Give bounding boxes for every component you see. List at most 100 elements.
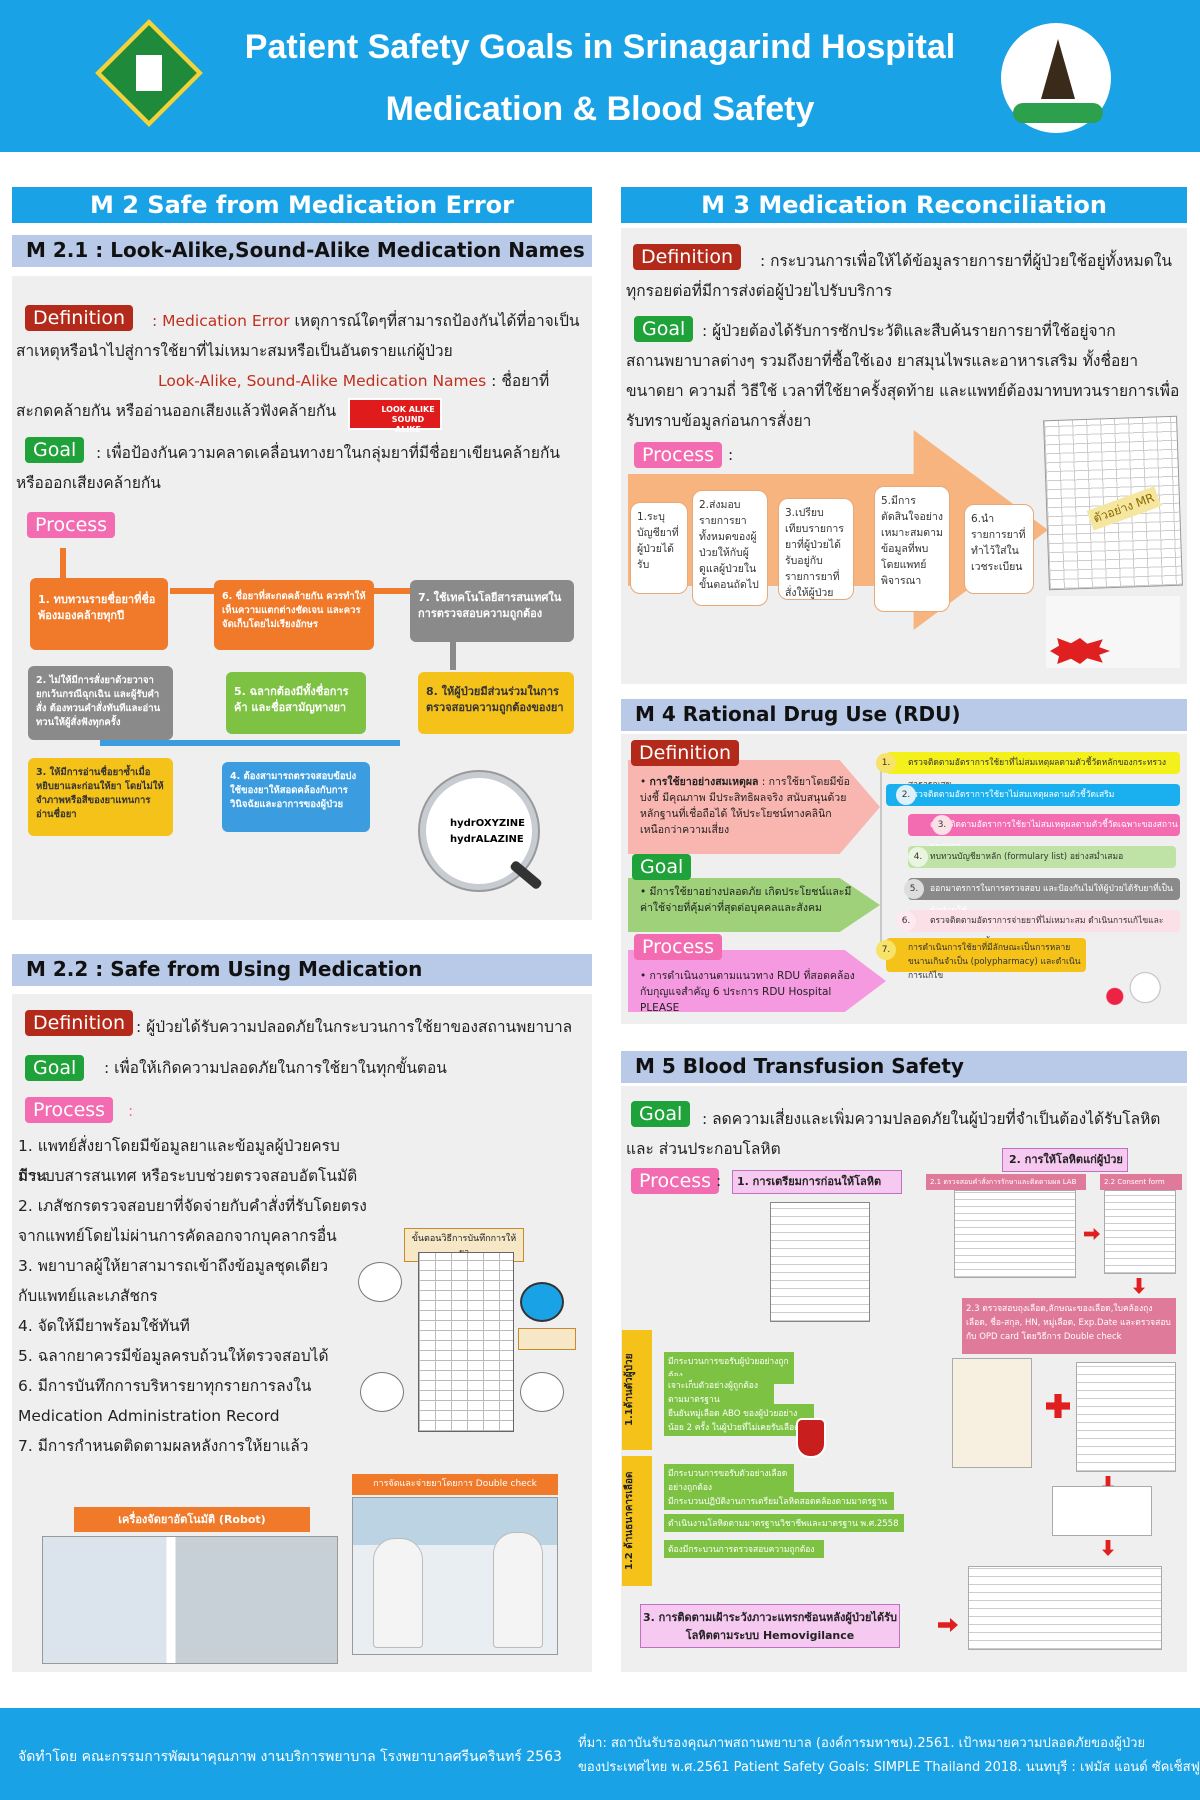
rdu-item-4: ทบทวนบัญชียาหลัก (formulary list) อย่างส… (908, 846, 1176, 868)
rdu-num-1: 1. (876, 753, 896, 773)
robot-label: เครื่องจัดยาอัตโนมัติ (Robot) (74, 1507, 310, 1532)
rdu-item-1: ตรวจติดตามอัตราการใช้ยาที่ไม่สมเหตุผลตาม… (886, 752, 1180, 790)
m5-step-2-1: 2.1 ตรวจสอบคำสั่งการรักษาและติดตามผล LAB (926, 1174, 1086, 1190)
m21-def-text3: : ชื่อยาที่ (486, 372, 550, 390)
rdu-num-2: 2. (896, 785, 916, 805)
m21-step-3: 3. ให้มีการอ่านชื่อยาซ้ำเมื่อหยิบยาและก่… (28, 758, 173, 836)
m21-def-red2: Look-Alike, Sound-Alike Medication Names (158, 372, 487, 390)
m21-definition-line2: สาเหตุหรือนำไปสู่การใช้ยาที่ไม่เหมาะสมหร… (16, 342, 453, 360)
m5-step-2-3: 2.3 ตรวจสอบถุงเลือด,ลักษณะของเลือด,ใบคล้… (962, 1298, 1176, 1354)
lasa-badge: LOOK ALIKE SOUND ALIKE (348, 398, 442, 434)
m4-def-arrow (628, 760, 880, 854)
rdu-item-7: การดำเนินการใช้ยาที่มีลักษณะเป็นการหลายข… (886, 938, 1086, 981)
m3-step-6: 6.นำรายการยาที่ทำไว้ใส่ในเวชระเบียน (964, 504, 1034, 594)
m5-step-3: 3. การติดตามเฝ้าระวังภาวะแทรกซ้อนหลังผู้… (640, 1604, 900, 1648)
m4-subheader: M 4 Rational Drug Use (RDU) (621, 699, 1187, 731)
magnifier-icon (420, 772, 538, 890)
double-check-photo (352, 1497, 558, 1655)
m21-goal-line2: หรือออกเสียงคล้ายกัน (16, 474, 161, 492)
m4-goal-text: • มีการใช้ยาอย่างปลอดภัย เกิดประโยชน์และ… (640, 886, 852, 914)
m22-goal-text: : เพื่อให้เกิดความปลอดภัยในการใช้ยาในทุก… (104, 1059, 447, 1077)
hospital-logo-cross-icon (136, 55, 162, 91)
m5-form-image (770, 1202, 870, 1322)
m22-line-6: กับแพทย์และเภสัชกร (18, 1287, 158, 1305)
mar-callout (358, 1262, 402, 1302)
m5-bar-2-4: ต้องมีกระบวนการตรวจสอบความถูกต้อง (664, 1540, 824, 1558)
m21-step-7: 7. ใช้เทคโนโลยีสารสนเทศในการตรวจสอบความถ… (410, 580, 574, 642)
m21-step-6: 6. ชื่อยาที่สะกดคล้ายกัน ควรทำให้เห็นควา… (214, 580, 374, 650)
m22-line-8: 5. ฉลากยาควรมีข้อมูลครบถ้วนให้ตรวจสอบได้ (18, 1347, 329, 1365)
m22-line-9: 6. มีการบันทึกการบริหารยาทุกรายการลงใน (18, 1377, 312, 1395)
m4-process-text: • การดำเนินงานตามแนวทาง RDU ที่สอดคล้องก… (640, 970, 855, 1014)
m22-process-colon: : (128, 1102, 134, 1120)
m4-process-text-inner: การดำเนินงานตามแนวทาง RDU ที่สอดคล้องกับ… (640, 970, 855, 1014)
m5-subheader: M 5 Blood Transfusion Safety (621, 1051, 1187, 1083)
m5-bag-image (952, 1358, 1032, 1468)
star-burst-icon (1050, 638, 1110, 664)
m4-process-arrow (628, 950, 886, 1012)
m21-def-text1: เหตุการณ์ใดๆที่สามารถป้องกันได้ที่อาจเป็… (289, 312, 580, 330)
rdu-num-6: 6. (896, 911, 916, 931)
m5-bar-2-1: มีกระบวนการขอรับตัวอย่างเลือดอย่างถูกต้อ… (664, 1464, 794, 1496)
footer-credit: จัดทำโดย คณะกรรมการพัฒนาคุณภาพ งานบริการ… (18, 1749, 562, 1765)
m4-goal-text-inner: มีการใช้ยาอย่างปลอดภัย เกิดประโยชน์และมี… (640, 886, 852, 914)
m5-goal-line2: และ ส่วนประกอบโลหิต (626, 1140, 781, 1158)
pills-icon (1092, 970, 1168, 1014)
m22-line-4: จากแพทย์โดยไม่ผ่านการคัดลอกจากบุคลากรอื่… (18, 1227, 337, 1245)
m22-line-10: Medication Administration Record (18, 1407, 280, 1425)
rdu-item-2: ตรวจติดตามอัตราการใช้ยาไม่สมเหตุผลตามตัว… (886, 784, 1180, 806)
m3-process-tag: Process (634, 442, 723, 468)
m21-step-5: 5. ฉลากต้องมีทั้งชื่อการค้า และชื่อสามัญ… (226, 672, 366, 734)
m3-section-header: M 3 Medication Reconciliation (621, 187, 1187, 223)
m21-connector (60, 548, 66, 578)
mar-callout (520, 1372, 564, 1412)
rdu-item-6: ตรวจติดตามอัตราการจ่ายยาที่ไม่เหมาะสม ดำ… (908, 910, 1180, 948)
m22-process-tag: Process (25, 1097, 114, 1123)
blood-bag-icon (796, 1418, 826, 1458)
m3-step-1: 1.ระบุบัญชียาที่ผู้ป่วยได้รับ (630, 502, 688, 594)
m3-goal-line1: : ผู้ป่วยต้องได้รับการซักประวัติและสืบค้… (702, 322, 1116, 340)
rdu-num-4: 4. (908, 847, 928, 867)
m22-line-3: 2. เภสัชกรตรวจสอบยาที่จัดจ่ายกับคำสั่งที… (18, 1197, 367, 1215)
m21-step-1: 1. ทบทวนรายชื่อยาที่ชื่อ พ้องมองคล้ายทุก… (30, 578, 168, 650)
m5-goal-line1: : ลดความเสี่ยงและเพิ่มความปลอดภัยในผู้ป่… (702, 1110, 1161, 1128)
rdu-num-5: 5. (904, 879, 924, 899)
m5-side-label-1: 1.1ด้านตัวผู้ป่วย (622, 1330, 652, 1450)
m5-bar-1-2: เจาะเก็บตัวอย่างผู้ถูกต้องตามมาตรฐาน (664, 1376, 774, 1408)
m4-definition-text: • การใช้ยาอย่างสมเหตุผล : การใช้ยาโดยมีข… (640, 776, 850, 836)
m5-bar-2-2: มีกระบวนปฏิบัติงานการเตรียมโลหิตสอดคล้อง… (664, 1492, 894, 1510)
m5-consent-image (1104, 1190, 1176, 1274)
m3-goal-line2: สถานพยาบาลต่างๆ รวมถึงยาที่ซื้อใช้เอง ยา… (626, 352, 1139, 370)
m21-step-2: 2. ไม่ให้มีการสั่งยาด้วยวาจา ยกเว้นกรณีฉ… (28, 666, 173, 740)
lens-word-1: hydrOXYZINE (450, 818, 525, 829)
mar-callout (518, 1328, 576, 1350)
m5-lab-image (954, 1190, 1076, 1278)
m21-process-tag: Process (27, 512, 116, 538)
m3-definition-tag: Definition (633, 244, 742, 270)
m4-def-bold: การใช้ยาอย่างสมเหตุผล (649, 776, 759, 788)
m5-step-2: 2. การให้โลหิตแก่ผู้ป่วย (1002, 1148, 1128, 1172)
m5-process-colon: : (716, 1172, 722, 1190)
m21-definition-line4: สะกดคล้ายกัน หรืออ่านออกเสียงแล้วฟังคล้า… (16, 402, 337, 420)
m3-definition-line2: ทุกรอยต่อที่มีการส่งต่อผู้ป่วยไปรับบริกา… (626, 282, 893, 300)
mar-callout (520, 1282, 564, 1322)
m2-section-header: M 2 Safe from Medication Error (12, 187, 592, 223)
lens-word-2: hydrALAZINE (450, 834, 524, 845)
m4-goal-arrow (628, 878, 880, 932)
m21-connector (170, 588, 230, 594)
m21-goal-line1: : เพื่อป้องกันความคลาดเคลื่อนทางยาในกลุ่… (96, 444, 560, 462)
faculty-logo-icon (998, 20, 1114, 136)
m22-definition-text: : ผู้ป่วยได้รับความปลอดภัยในกระบวนการใช้… (136, 1018, 573, 1036)
m5-chart-image (1052, 1486, 1152, 1536)
m5-bar-1-3: ยืนยันหมู่เลือด ABO ของผู้ป่วยอย่างน้อย … (664, 1404, 814, 1436)
m22-line-11: 7. มีการกำหนดติดตามผลหลังการให้ยาแล้ว (18, 1437, 309, 1455)
m3-definition-line1: : กระบวนการเพื่อให้ได้ข้อมูลรายการยาที่ผ… (760, 252, 1172, 270)
m3-step-2: 2.ส่งมอบรายการยาทั้งหมดของผู้ป่วยให้กับผ… (692, 490, 768, 606)
m22-definition-tag: Definition (25, 1010, 134, 1036)
rdu-item-5: ออกมาตรการในการตรวจสอบ และป้องกันไม่ให้ผ… (908, 878, 1180, 916)
m21-connector (450, 640, 456, 670)
m3-step-5: 5.มีการตัดสินใจอย่างเหมาะสมตามข้อมูลที่พ… (874, 486, 950, 612)
m3-goal-line4: รับทราบข้อมูลก่อนการสั่งยา (626, 412, 812, 430)
footer-reference-2: ของประเทศไทย พ.ศ.2561 Patient Safety Goa… (578, 1760, 1200, 1775)
m22-line-1: 1. แพทย์สั่งยาโดยมีข้อมูลยาและข้อมูลผู้ป… (18, 1137, 340, 1185)
